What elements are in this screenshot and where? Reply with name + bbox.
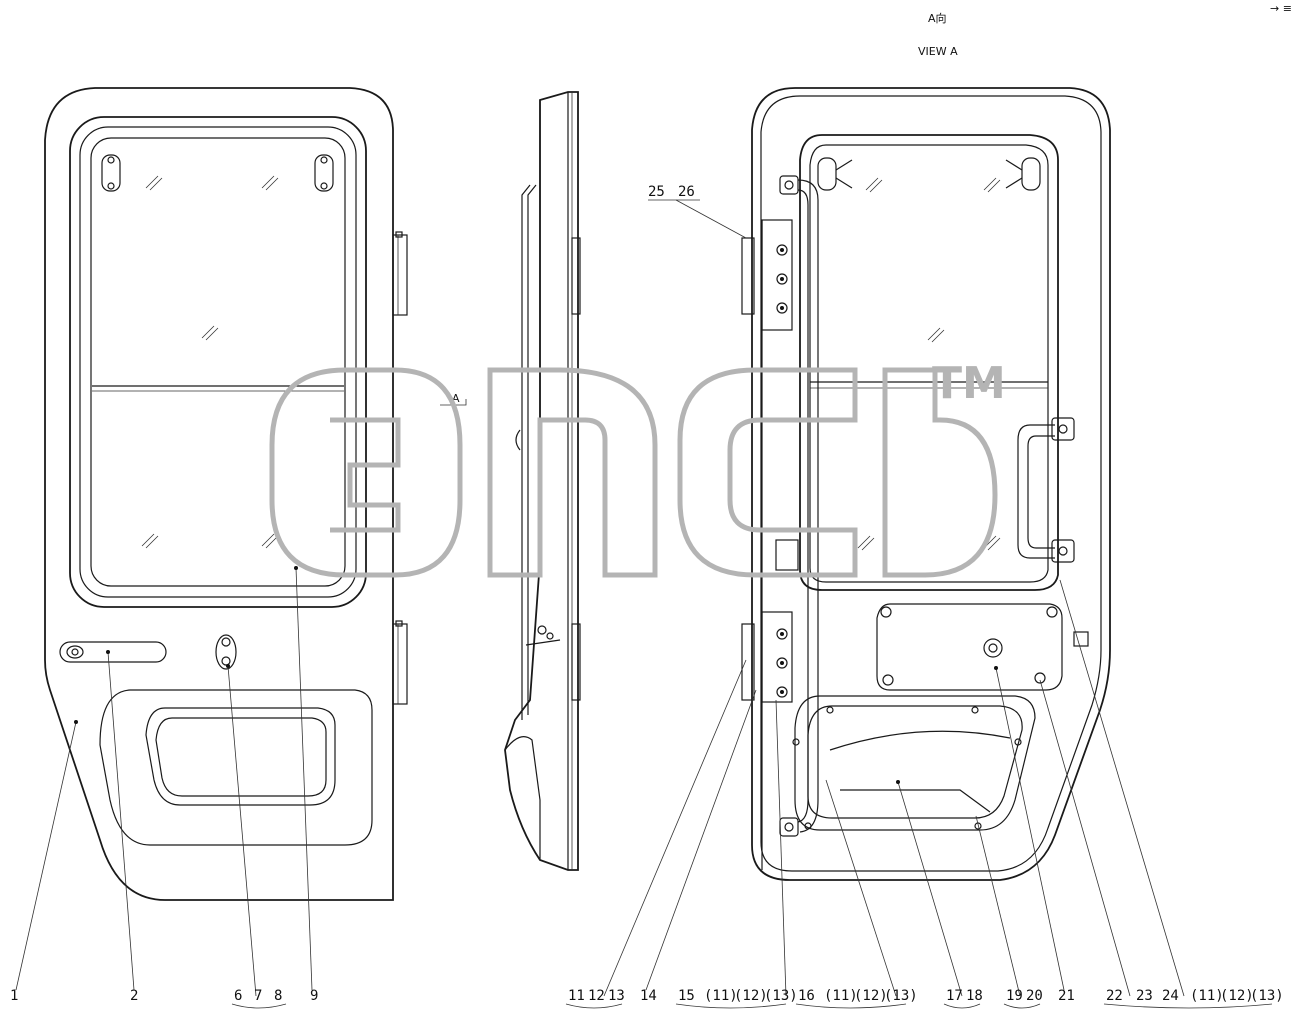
callout-label: 8 bbox=[274, 988, 282, 1004]
callout-label: (12) bbox=[854, 988, 888, 1004]
section-marker: A bbox=[452, 392, 460, 405]
callout-label: 14 bbox=[640, 988, 657, 1004]
callout-label: 15 bbox=[678, 988, 695, 1004]
view-title-cn: A向 bbox=[928, 11, 947, 25]
callout-label: (11) bbox=[824, 988, 858, 1004]
callout-label: (12) bbox=[1220, 988, 1254, 1004]
callout-label: 13 bbox=[608, 988, 625, 1004]
hinge-lower bbox=[392, 620, 408, 705]
callout-hinge-25: 25 bbox=[648, 184, 665, 200]
callout-hinge-26: 26 bbox=[678, 184, 695, 200]
callout-label: 17 bbox=[946, 988, 963, 1004]
door-side-view bbox=[504, 91, 581, 871]
callout-label: (11) bbox=[1190, 988, 1224, 1004]
watermark-trademark: TM bbox=[932, 358, 1006, 409]
callout-label: 23 bbox=[1136, 988, 1153, 1004]
inner-side-handle bbox=[1017, 417, 1075, 563]
callout-label: 2 bbox=[130, 988, 138, 1004]
window-catch-left bbox=[101, 154, 121, 192]
inner-window-latch-left bbox=[817, 157, 853, 191]
door-front-view: A bbox=[44, 87, 467, 901]
callout-label: (13) bbox=[1250, 988, 1284, 1004]
outer-door-handle bbox=[59, 641, 167, 663]
callout-label: (13) bbox=[764, 988, 798, 1004]
callout-label: 1 bbox=[10, 988, 18, 1004]
inner-window-latch-right bbox=[1005, 157, 1041, 191]
callout-label: (13) bbox=[884, 988, 918, 1004]
view-title-en: VIEW A bbox=[918, 45, 958, 58]
callout-label: 22 bbox=[1106, 988, 1123, 1004]
callout-label: (12) bbox=[734, 988, 768, 1004]
callout-label: 19 bbox=[1006, 988, 1023, 1004]
callout-label: 18 bbox=[966, 988, 983, 1004]
callout-row: 1 2 6 7 8 9 11 12 13 14 15 (11) (12) (13… bbox=[10, 988, 1284, 1004]
lock-cylinder bbox=[215, 634, 237, 670]
callout-label: 6 bbox=[234, 988, 242, 1004]
leader-lines bbox=[15, 199, 1185, 997]
window-catch-right bbox=[314, 154, 334, 192]
callout-label: 16 bbox=[798, 988, 815, 1004]
callout-label: 24 bbox=[1162, 988, 1179, 1004]
watermark-logo: TM bbox=[269, 358, 1006, 578]
callout-brackets bbox=[231, 1003, 1273, 1009]
callout-label: 20 bbox=[1026, 988, 1043, 1004]
callout-label: 21 bbox=[1058, 988, 1075, 1004]
callout-label: 9 bbox=[310, 988, 318, 1004]
callout-label: 11 bbox=[568, 988, 585, 1004]
callout-label: 7 bbox=[254, 988, 262, 1004]
corner-mark: → ≡ bbox=[1270, 2, 1292, 15]
inner-lock-cover bbox=[876, 603, 1063, 691]
callout-label: 12 bbox=[588, 988, 605, 1004]
callout-label: (11) bbox=[704, 988, 738, 1004]
door-inside-view bbox=[741, 87, 1111, 881]
hinge-upper bbox=[392, 231, 408, 316]
